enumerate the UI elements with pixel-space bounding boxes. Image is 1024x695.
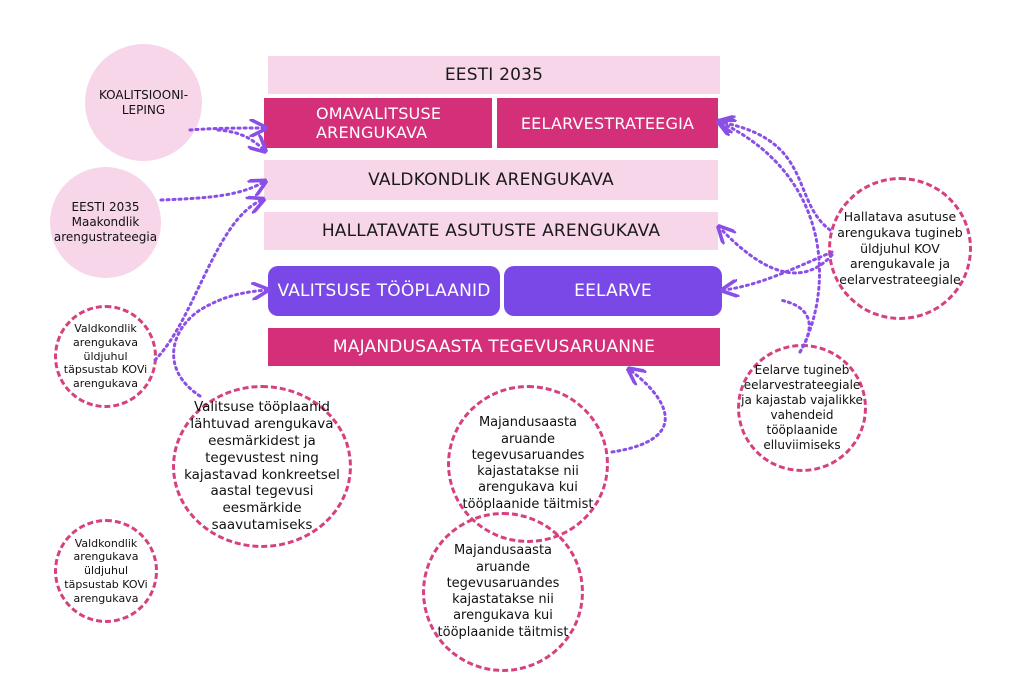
majandusaasta-note-circle-2: Majandusaasta aruande tegevusaruandes ka… bbox=[422, 512, 584, 672]
valdkondlik-note-circle-2: Valdkondlik arengukava üldjuhul täpsusta… bbox=[54, 519, 158, 623]
majandusaasta-note-circle-1: Majandusaasta aruande tegevusaruandes ka… bbox=[447, 385, 609, 543]
arrow-koalitsioon-valdkondlik bbox=[216, 128, 264, 150]
arrow-eelarve-note-eelarve bbox=[724, 250, 834, 290]
valdkondlik-arengukava-box: VALDKONDLIK ARENGUKAVA bbox=[264, 160, 718, 200]
arrow-majandus-note-box bbox=[610, 370, 667, 454]
hallatava-note-circle: Hallatava asutuse arengukava tugineb üld… bbox=[828, 177, 972, 320]
arrow-valitsuse-note-box bbox=[172, 290, 266, 398]
koalitsioon-circle: KOALITSIOONI- LEPING bbox=[85, 44, 202, 161]
arrow-maakondlik-omavalitsus bbox=[159, 182, 264, 202]
eelarve-box: EELARVE bbox=[504, 266, 722, 316]
valitsuse-tooplaanid-box: VALITSUSE TÖÖPLAANID bbox=[268, 266, 500, 316]
arrow-valdkondlik-note-valdkondlik bbox=[153, 200, 262, 362]
arrow-eelarve-note-eelarvestrateegia bbox=[720, 122, 821, 354]
arrow-hallatava-eelarvestrateegia bbox=[720, 122, 832, 232]
majandusaasta-tegevusaruanne-box: MAJANDUSAASTA TEGEVUSARUANNE bbox=[268, 328, 720, 366]
maakondlik-circle: EESTI 2035 Maakondlik arengustrateegia bbox=[50, 167, 161, 278]
valitsuse-tooplaanid-note-circle: Valitsuse tööplaanid lähtuvad arengukava… bbox=[172, 385, 352, 548]
arrow-eelarve-note-link bbox=[778, 298, 811, 354]
eesti-2035-box: EESTI 2035 bbox=[268, 56, 720, 94]
valdkondlik-note-circle-1: Valdkondlik arengukava üldjuhul täpsusta… bbox=[54, 305, 157, 408]
arrow-koalitsioon-omavalitsus bbox=[188, 128, 264, 130]
hallatavate-asutuste-arengukava-box: HALLATAVATE ASUTUSTE ARENGUKAVA bbox=[264, 212, 718, 250]
eelarvestrateegia-box: EELARVESTRATEEGIA bbox=[497, 98, 718, 148]
omavalitsuse-arengukava-box: OMAVALITSUSE ARENGUKAVA bbox=[264, 98, 492, 148]
